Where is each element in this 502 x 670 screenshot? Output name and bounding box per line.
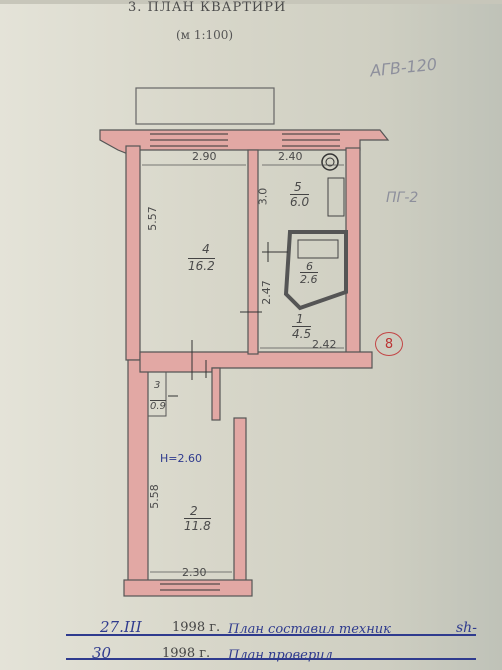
room-number: 5 [294,180,302,194]
dim-5-57: 5.57 [145,206,159,231]
room-area: 0.9 [150,400,166,412]
closet-outline [147,371,167,417]
door-marks [168,242,288,397]
footer-rule-1 [66,634,476,636]
room-number: 6 [306,260,313,273]
room-number: 3 [154,380,161,391]
dim-2-40: 2.40 [278,150,303,163]
dim-2-42: 2.42 [312,338,337,351]
bathroom-outline [283,230,348,311]
dimension-lines [142,164,344,573]
stove-icon [327,177,345,217]
room-area: 11.8 [184,518,211,533]
room-number: 2 [190,504,198,518]
footer-text-1: План составил техник [228,622,391,637]
ceiling-height: H=2.60 [160,452,202,465]
pg-label: ПГ-2 [386,190,419,206]
date-day-1: 27.III [100,618,142,636]
room-number: 1 [296,312,304,326]
balcony-outline [135,87,275,125]
room-area: 2.6 [300,272,318,286]
plan-scale: (м 1:100) [176,28,234,42]
date-year-1: 1998 г. [172,620,221,635]
bathtub-icon [297,239,339,259]
walls [99,129,390,597]
document-footer: 27.III 1998 г. План составил техник sh- … [0,618,502,670]
circled-number: 8 [375,332,403,356]
room-number: 4 [202,242,210,256]
dim-2-90: 2.90 [192,150,217,163]
boiler-inner-icon [325,157,335,167]
date-day-2: 30 [92,644,112,662]
date-year-2: 1998 г. [162,646,211,661]
dim-2-47: 2.47 [259,280,273,305]
signature: sh- [456,620,477,636]
footer-text-2: План проверил [228,648,333,663]
windows [150,133,340,591]
boiler-icon [321,153,339,171]
room-area: 6.0 [290,194,310,209]
plan-title: 3. ПЛАН КВАРТИРИ [128,0,287,15]
footer-rule-2 [66,658,476,660]
dim-2-30: 2.30 [182,566,207,579]
top-edge [0,0,502,4]
room-area: 4.5 [292,326,312,341]
room-area: 16.2 [188,258,215,273]
dim-3-0: 3.0 [256,187,270,206]
dim-5-58: 5.58 [147,484,161,509]
